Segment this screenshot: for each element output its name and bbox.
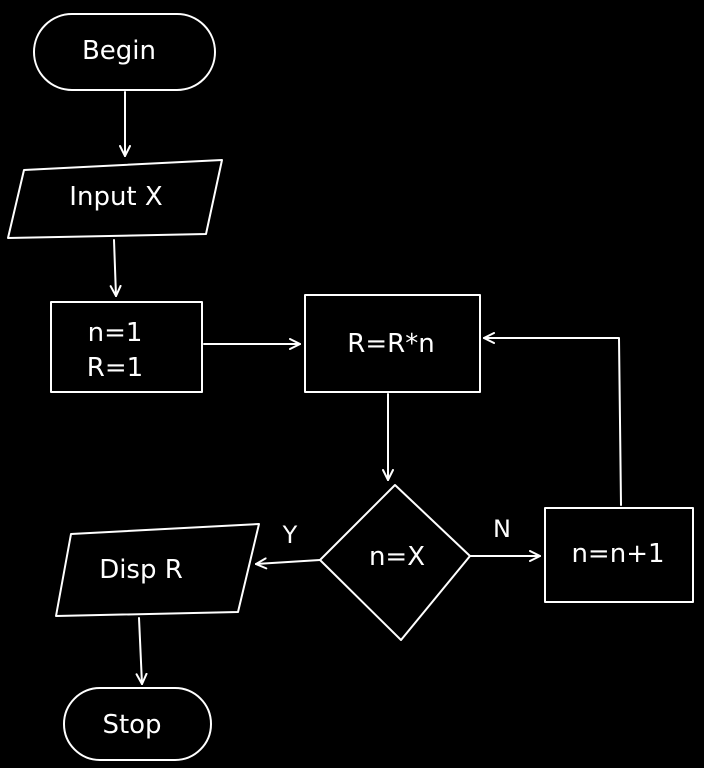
edge-increment-loop-to-multiply: [483, 338, 622, 506]
edge-decision-yes-to-display: [256, 560, 321, 564]
multiply-node: R=R*n: [304, 294, 481, 393]
input-node: Input X: [7, 159, 223, 239]
stop-label: Stop: [102, 710, 161, 740]
multiply-label: R=R*n: [347, 329, 434, 359]
init-node: n=1 R=1: [50, 301, 203, 393]
begin-node: Begin: [33, 13, 216, 91]
begin-label: Begin: [82, 36, 156, 66]
decision-node: n=X: [319, 484, 471, 641]
edge-no-label: N: [493, 515, 511, 543]
edge-display-to-stop: [139, 617, 142, 684]
init-label-n: n=1: [88, 318, 143, 348]
display-node: Disp R: [55, 523, 260, 617]
display-label: Disp R: [99, 555, 183, 585]
stop-node: Stop: [63, 687, 212, 761]
decision-label: n=X: [369, 542, 425, 572]
init-label-r: R=1: [87, 353, 143, 383]
increment-node: n=n+1: [544, 507, 694, 603]
edge-yes-label: Y: [282, 521, 298, 549]
edge-input-to-init: [114, 239, 116, 296]
increment-label: n=n+1: [571, 539, 664, 569]
input-label: Input X: [69, 182, 162, 212]
